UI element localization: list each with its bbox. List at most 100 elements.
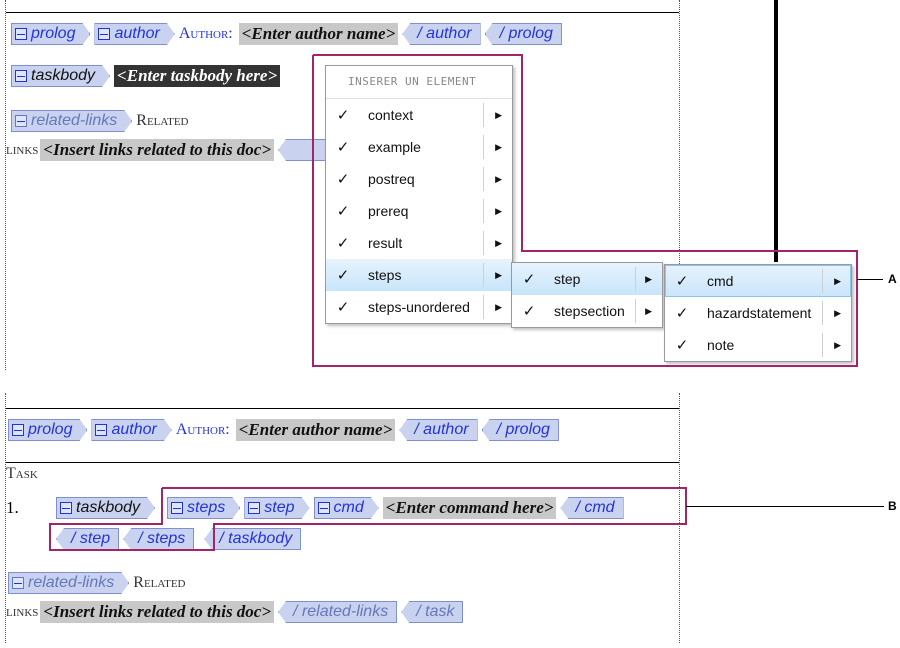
menu-item-postreq[interactable]: ✓ postreq ▶	[326, 163, 512, 195]
menu-item-steps-unordered[interactable]: ✓ steps-unordered ▶	[326, 291, 512, 323]
submenu-arrow-icon[interactable]: ▶	[495, 109, 502, 120]
submenu-arrow-icon[interactable]: ▶	[834, 307, 841, 318]
author-placeholder[interactable]: <Enter author name>	[235, 419, 396, 441]
menu-item-label: result	[368, 235, 403, 251]
menu-separator	[483, 295, 484, 319]
menu-item-label: steps-unordered	[368, 299, 470, 315]
check-icon: ✓	[336, 203, 350, 220]
prolog-close-tag[interactable]: / prolog	[484, 23, 562, 45]
prolog-close-tag[interactable]: / prolog	[481, 419, 559, 441]
related-links-tag[interactable]: related-links	[11, 110, 132, 132]
insert-element-menu: INSERER UN ELEMENT ✓context▶✓example▶✓po…	[325, 65, 513, 324]
highlight-outline-2	[49, 487, 687, 551]
submenu-arrow-icon[interactable]: ▶	[645, 305, 652, 316]
menu-item-example[interactable]: ✓example▶	[326, 131, 512, 163]
menu-item-note[interactable]: ✓note▶	[665, 329, 851, 361]
collapse-icon[interactable]	[171, 502, 183, 514]
steps-tag[interactable]: steps	[167, 497, 240, 519]
submenu-arrow-icon[interactable]: ▶	[495, 301, 502, 312]
collapse-icon[interactable]	[12, 424, 24, 436]
taskbody-placeholder[interactable]: <Enter taskbody here>	[114, 65, 281, 87]
links-label: links	[6, 141, 39, 158]
submenu-arrow-icon[interactable]: ▶	[645, 273, 652, 284]
prolog-tag[interactable]: prolog	[11, 23, 90, 45]
divider-bottom-2	[6, 462, 679, 463]
menu-separator	[483, 199, 484, 223]
author-tag[interactable]: author	[94, 23, 174, 45]
right-margin-line-2	[679, 393, 680, 643]
menu-separator	[483, 167, 484, 191]
cmd-close-tag[interactable]: / cmd	[560, 497, 624, 519]
author-tag[interactable]: author	[91, 419, 171, 441]
menu-separator	[483, 135, 484, 159]
author-close-tag[interactable]: / author	[402, 23, 481, 45]
steps-close-tag[interactable]: / steps	[123, 528, 195, 550]
menu-item-steps[interactable]: ✓steps▶	[326, 259, 512, 291]
submenu-arrow-icon[interactable]: ▶	[495, 205, 502, 216]
window-edge	[774, 0, 778, 262]
submenu-arrow-icon[interactable]: ▶	[495, 141, 502, 152]
submenu-arrow-icon[interactable]: ▶	[834, 275, 841, 286]
step-tag[interactable]: step	[244, 497, 309, 519]
links-row-2: links <Insert links related to this doc>…	[6, 601, 467, 623]
taskbody-tag[interactable]: taskbody	[56, 497, 155, 519]
submenu-arrow-icon[interactable]: ▶	[495, 237, 502, 248]
menu-item-label: note	[707, 337, 735, 353]
taskbody-tag[interactable]: taskbody	[11, 65, 110, 87]
collapse-icon[interactable]	[248, 502, 260, 514]
links-label: links	[6, 603, 39, 620]
related-row-2: related-links Related	[8, 572, 191, 594]
collapse-icon[interactable]	[12, 577, 24, 589]
step-submenu: ✓cmd▶✓hazardstatement▶ ✓ note ▶	[664, 264, 852, 362]
check-icon: ✓	[336, 171, 350, 188]
cmd-tag[interactable]: cmd	[314, 497, 379, 519]
collapse-icon[interactable]	[15, 115, 27, 127]
callout-a-label: A	[888, 272, 897, 286]
author-label: Author:	[175, 421, 230, 438]
submenu-arrow-icon[interactable]: ▶	[834, 339, 841, 350]
check-icon: ✓	[336, 299, 350, 316]
prolog-tag[interactable]: prolog	[8, 419, 87, 441]
steps-row: taskbody steps step cmd <Enter command h…	[56, 497, 628, 519]
task-close-tag[interactable]: / task	[401, 601, 464, 623]
cmd-placeholder[interactable]: <Enter command here>	[382, 497, 557, 519]
links-placeholder[interactable]: <Insert links related to this doc>	[40, 601, 275, 623]
related-links-close-tag[interactable]: / related-links	[278, 601, 398, 623]
author-close-tag[interactable]: / author	[399, 419, 478, 441]
highlight-outline	[312, 54, 858, 367]
menu-item-label: example	[368, 139, 421, 155]
collapse-icon[interactable]	[15, 28, 27, 40]
collapse-icon[interactable]	[60, 502, 72, 514]
menu-item-prereq[interactable]: ✓prereq▶	[326, 195, 512, 227]
links-placeholder[interactable]: <Insert links related to this doc>	[40, 139, 275, 161]
menu-separator	[483, 103, 484, 127]
right-margin-line	[679, 0, 680, 268]
collapse-icon[interactable]	[98, 28, 110, 40]
submenu-arrow-icon[interactable]: ▶	[495, 269, 502, 280]
check-icon: ✓	[336, 267, 350, 284]
menu-item-label: postreq	[368, 171, 415, 187]
menu-item-label: context	[368, 107, 414, 123]
menu-item-hazardstatement[interactable]: ✓hazardstatement▶	[665, 297, 851, 329]
close-row: / step / steps / taskbody	[56, 528, 305, 550]
menu-item-context[interactable]: ✓ context ▶	[326, 99, 512, 131]
collapse-icon[interactable]	[318, 502, 330, 514]
submenu-arrow-icon[interactable]: ▶	[495, 173, 502, 184]
prolog-row: prolog author Author: <Enter author name…	[11, 23, 566, 45]
check-icon: ✓	[336, 107, 350, 124]
steps-submenu: ✓step▶✓stepsection▶	[511, 262, 663, 328]
author-placeholder[interactable]: <Enter author name>	[238, 23, 399, 45]
taskbody-close-tag[interactable]: / taskbody	[204, 528, 302, 550]
menu-item-step[interactable]: ✓step▶	[512, 263, 662, 295]
taskbody-row: taskbody <Enter taskbody here>	[11, 65, 284, 87]
menu-item-cmd[interactable]: ✓cmd▶	[665, 265, 851, 297]
menu-item-stepsection[interactable]: ✓stepsection▶	[512, 295, 662, 327]
related-label: Related	[133, 574, 186, 591]
left-margin-line	[5, 0, 6, 370]
menu-item-result[interactable]: ✓result▶	[326, 227, 512, 259]
related-links-tag[interactable]: related-links	[8, 572, 129, 594]
collapse-icon[interactable]	[15, 70, 27, 82]
check-icon: ✓	[675, 273, 689, 290]
collapse-icon[interactable]	[95, 424, 107, 436]
prolog-row-2: prolog author Author: <Enter author name…	[8, 419, 563, 441]
